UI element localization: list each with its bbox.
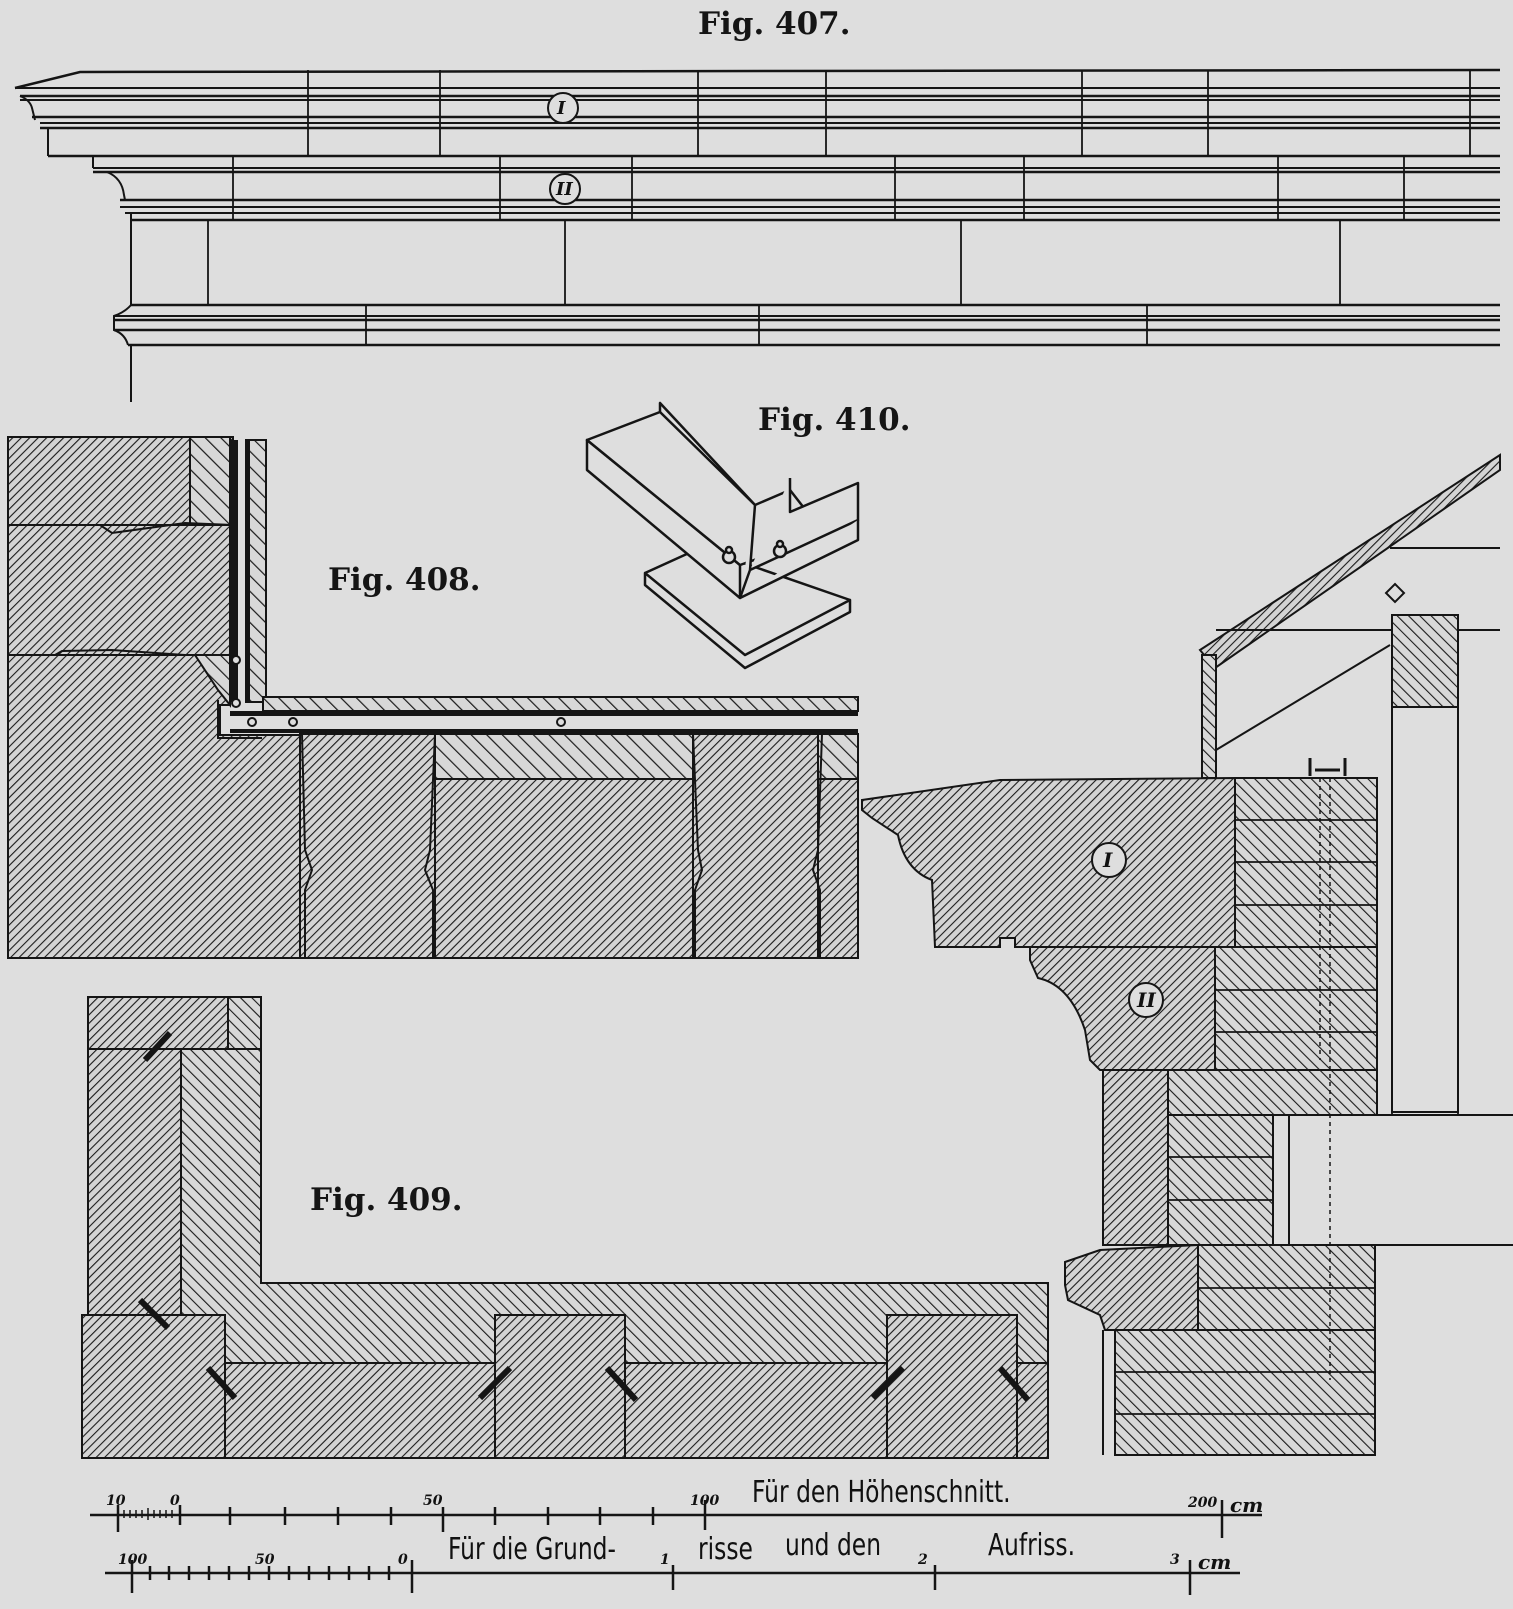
section-marker-II	[1128, 982, 1164, 1018]
fig409-plan-section	[81, 996, 1049, 1459]
lower-scale-caption-1: Für die Grund-	[448, 1532, 616, 1567]
scale-bar-upper	[90, 1500, 1262, 1538]
lower-scale-caption-3: und den	[785, 1528, 882, 1563]
fig407-elevation	[14, 68, 1501, 402]
fig407-marker-II-text: II	[556, 179, 573, 200]
fig410-label: Fig. 410.	[758, 402, 911, 438]
upper-scale-tick-10: 10	[106, 1493, 126, 1509]
lower-scale-tick-2: 2	[918, 1552, 928, 1568]
lower-scale-unit: cm	[1198, 1550, 1232, 1574]
fig410-isometric	[585, 401, 860, 670]
lower-scale-tick-0: 0	[398, 1552, 408, 1568]
upper-scale-tick-200: 200	[1188, 1495, 1218, 1511]
section-marker-II-text: II	[1137, 988, 1156, 1012]
scale-bar-lower	[105, 1560, 1240, 1595]
upper-scale-unit: cm	[1230, 1493, 1264, 1517]
section-marker-I-text: I	[1103, 848, 1113, 872]
cornice-vertical-section	[861, 453, 1513, 1456]
fig408-plan-section	[7, 436, 859, 959]
upper-scale-tick-0: 0	[170, 1493, 180, 1509]
lower-scale-caption-2: risse	[698, 1532, 753, 1567]
fig407-marker-I-text: I	[557, 98, 566, 119]
lower-scale-tick-1: 1	[660, 1552, 670, 1568]
fig407-marker-II	[549, 173, 581, 205]
upper-scale-tick-100: 100	[690, 1493, 720, 1509]
upper-scale-tick-50: 50	[423, 1493, 443, 1509]
lower-scale-caption-4: Aufriss.	[988, 1528, 1076, 1563]
lower-scale-tick-100: 100	[118, 1552, 148, 1568]
fig408-label: Fig. 408.	[328, 562, 481, 598]
fig409-label: Fig. 409.	[310, 1182, 463, 1218]
section-marker-I	[1091, 842, 1127, 878]
fig407-marker-I	[547, 92, 579, 124]
fig407-label: Fig. 407.	[698, 6, 851, 42]
lower-scale-tick-50: 50	[255, 1552, 275, 1568]
upper-scale-caption: Für den Höhenschnitt.	[752, 1475, 1011, 1510]
lower-scale-tick-3: 3	[1170, 1552, 1180, 1568]
